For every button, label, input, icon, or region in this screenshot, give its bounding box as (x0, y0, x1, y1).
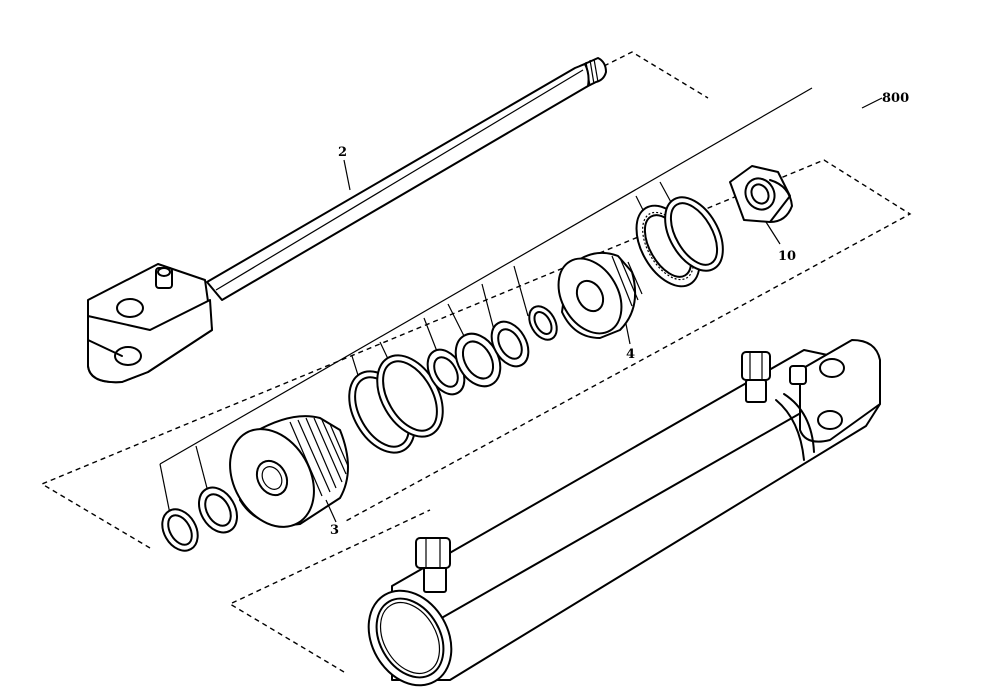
wiper-seal (161, 508, 199, 552)
callout-lock-nut: 10 (778, 249, 796, 264)
drawing-number-marker: 800 (861, 91, 909, 109)
seal-kit-outline (40, 159, 912, 549)
backup-ring-2 (490, 320, 530, 368)
front-port-fitting (415, 537, 451, 593)
cylinder-barrel (367, 339, 881, 687)
rod-assembly-outline (603, 51, 709, 99)
o-ring-large-2 (376, 354, 444, 438)
barrel-outline (228, 509, 431, 673)
piston: 4 (557, 252, 643, 362)
piston-rod: 2 (87, 57, 607, 384)
piston-seal (454, 332, 502, 388)
lock-nut: 10 (729, 165, 796, 264)
drawing-number: 800 (882, 91, 909, 106)
callout-piston: 4 (626, 347, 635, 362)
callout-gland: 3 (330, 523, 339, 538)
rod-seal (198, 486, 238, 534)
guide-leaders (159, 181, 673, 515)
gland: 3 (229, 415, 349, 538)
small-o-ring (528, 305, 558, 341)
seal-axis-line (159, 87, 813, 465)
callout-piston-rod: 2 (338, 145, 347, 160)
rear-port-fitting (741, 351, 771, 403)
wear-ring (664, 196, 724, 272)
